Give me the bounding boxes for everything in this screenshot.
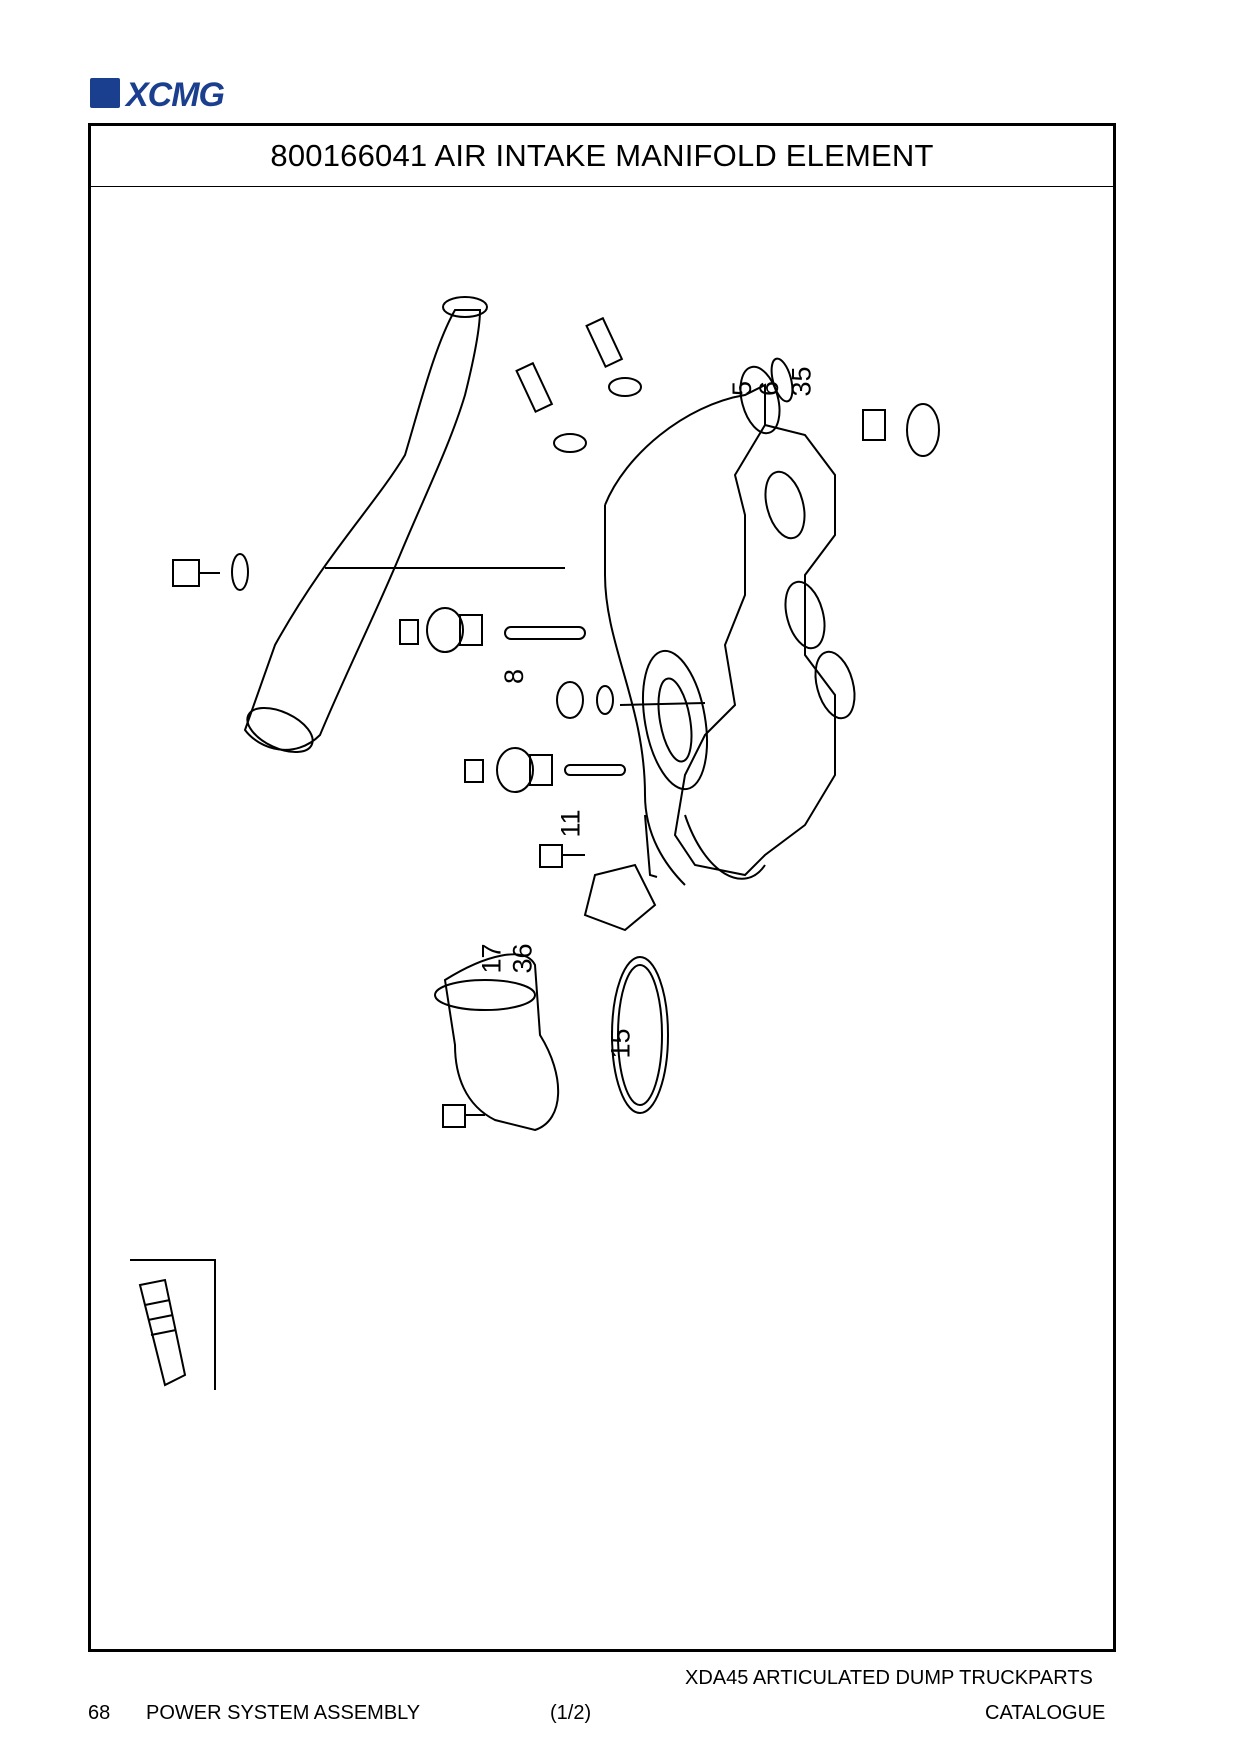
callout-5: 5 — [727, 380, 758, 397]
brand-name: XCMG — [126, 76, 225, 114]
sensor-parts — [515, 316, 940, 457]
page-number: 68 — [88, 1702, 111, 1724]
elbow-and-gasket — [434, 953, 669, 1132]
intake-pipe — [243, 296, 488, 754]
exploded-parts-diagram — [130, 296, 940, 1390]
callout-15: 15 — [605, 1028, 636, 1059]
callout-35: 35 — [786, 366, 817, 397]
title-bar: 800166041 AIR INTAKE MANIFOLD ELEMENT — [91, 126, 1113, 187]
xcmg-logo: XCMG — [90, 76, 250, 114]
inset-detail — [130, 1259, 216, 1390]
page-title: 800166041 AIR INTAKE MANIFOLD ELEMENT — [270, 138, 934, 173]
callout-17: 17 — [476, 943, 507, 974]
callout-36: 36 — [507, 943, 538, 974]
catalog-title-line2: CATALOGUE — [985, 1702, 1106, 1724]
catalog-title-line1: XDA45 ARTICULATED DUMP TRUCKPARTS — [685, 1667, 1093, 1689]
page-part: (1/2) — [550, 1702, 592, 1724]
callout-6: 6 — [754, 380, 785, 397]
xcmg-logo-mark — [90, 78, 120, 108]
section-name: POWER SYSTEM ASSEMBLY — [146, 1702, 421, 1724]
callout-11: 11 — [555, 809, 586, 838]
manifold-body — [604, 365, 856, 886]
bolts-and-studs — [172, 553, 706, 932]
diagram-frame: 800166041 AIR INTAKE MANIFOLD ELEMENT — [88, 123, 1116, 1652]
callout-8: 8 — [499, 668, 530, 685]
flange-disk — [642, 649, 708, 791]
